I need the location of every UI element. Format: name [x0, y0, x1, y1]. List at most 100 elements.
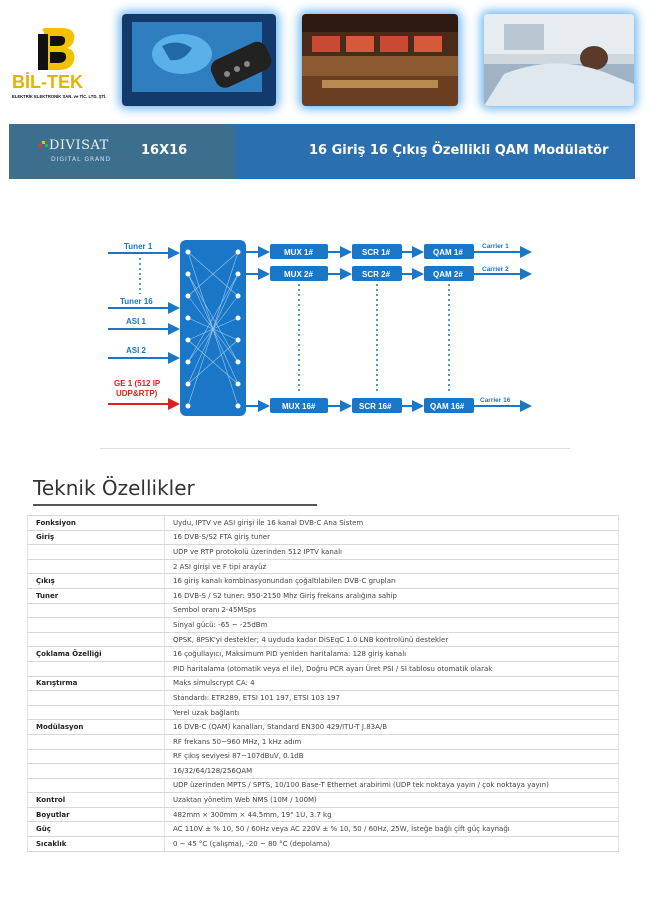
- carrier-label-2: Carrier 2: [482, 266, 509, 273]
- brand-subtitle: DIGITAL GRAND: [51, 156, 112, 163]
- scr-box-16: [352, 398, 402, 413]
- section-title-underline: [33, 504, 317, 506]
- qam-label-2: QAM 2#: [433, 270, 463, 279]
- spec-label: Karıştırma: [27, 676, 165, 692]
- spec-value: 2 ASI girişi ve F tipi arayüz: [164, 559, 619, 575]
- banner-left-panel: DIVISAT DIGITAL GRAND 16X16: [9, 124, 235, 179]
- ge-label-line2: UDP&RTP): [116, 389, 158, 398]
- spec-label: Fonksiyon: [27, 515, 165, 531]
- spec-value: RF çıkış seviyesi 87~107dBuV, 0.1dB: [164, 749, 619, 765]
- asi2-label: ASI 2: [126, 346, 147, 355]
- asi1-label: ASI 1: [126, 317, 147, 326]
- spec-value: Yerel uzak bağlantı: [164, 705, 619, 721]
- company-subtitle: ELEKTRİK ELEKTRONİK SAN. ve TİC. LTD. ŞT…: [12, 94, 106, 99]
- brand-name: DIVISAT: [49, 138, 109, 153]
- spec-row: 16/32/64/128/256QAM: [27, 763, 619, 779]
- spec-label: Güç: [27, 821, 165, 838]
- banner-right-panel: 16 Giriş 16 Çıkış Özellikli QAM Modülatö…: [235, 124, 635, 179]
- spec-row: UDP ve RTP protokolü üzerinden 512 IPTV …: [27, 544, 619, 560]
- scr-label-1: SCR 1#: [362, 248, 391, 257]
- spec-value: Sinyal gücü: -65 ~ -25dBm: [164, 617, 619, 633]
- spec-value: Maks simulscrypt CA: 4: [164, 676, 619, 692]
- tuner16-label: Tuner 16: [120, 297, 153, 306]
- company-logo-text: BİL-TEK: [12, 72, 83, 92]
- spec-row: Standardı: ETR289, ETSI 101 197, ETSI 10…: [27, 690, 619, 706]
- spec-label: [27, 763, 165, 779]
- spec-value: Sembol oranı 2-45MSps: [164, 603, 619, 619]
- mux-label-16: MUX 16#: [282, 402, 316, 411]
- spec-label: [27, 690, 165, 706]
- mux-label-1: MUX 1#: [284, 248, 313, 257]
- spec-row: UDP üzerinden MPTS / SPTS, 10/100 Base-T…: [27, 778, 619, 794]
- carrier-label-1: Carrier 1: [482, 243, 509, 250]
- spec-label: [27, 734, 165, 750]
- spec-row: Sinyal gücü: -65 ~ -25dBm: [27, 617, 619, 633]
- spec-row: RF frekans 50~960 MHz, 1 kHz adım: [27, 734, 619, 750]
- tuner1-label: Tuner 1: [124, 242, 153, 251]
- spec-value: PID haritalama (otomatik veya el ile), D…: [164, 661, 619, 677]
- spec-value: 16/32/64/128/256QAM: [164, 763, 619, 779]
- spec-value: UDP ve RTP protokolü üzerinden 512 IPTV …: [164, 544, 619, 560]
- spec-label: [27, 749, 165, 765]
- spec-label: Modülasyon: [27, 719, 165, 735]
- qam-label-16: QAM 16#: [430, 402, 465, 411]
- spec-label: Tuner: [27, 588, 165, 604]
- spec-label: [27, 603, 165, 619]
- spec-row: RF çıkış seviyesi 87~107dBuV, 0.1dB: [27, 749, 619, 765]
- spec-value: 16 DVB-C (QAM) kanalları, Standard EN300…: [164, 719, 619, 735]
- ge-label-line1: GE 1 (512 IP: [114, 379, 161, 388]
- hospital-photo: [484, 14, 634, 106]
- spec-label: Boyutlar: [27, 807, 165, 823]
- carrier-label-16: Carrier 16: [480, 397, 511, 404]
- spec-row: Sembol oranı 2-45MSps: [27, 603, 619, 619]
- switch-matrix: [180, 240, 246, 416]
- mux-label-2: MUX 2#: [284, 270, 313, 279]
- spec-value: RF frekans 50~960 MHz, 1 kHz adım: [164, 734, 619, 750]
- spec-label: Çoklama Özelliği: [27, 646, 165, 662]
- spec-row: QPSK, 8PSK'yi destekler; 4 uyduda kadar …: [27, 632, 619, 648]
- scr-box-1: [352, 244, 402, 259]
- spec-value: Uydu, IPTV ve ASI girişi ile 16 kanal DV…: [164, 515, 619, 531]
- spec-label: [27, 617, 165, 633]
- company-logo: BİL-TEK ELEKTRİK ELEKTRONİK SAN. ve TİC.…: [10, 26, 110, 106]
- qam-box-2: [424, 266, 474, 281]
- spec-label: [27, 559, 165, 575]
- spec-label: [27, 632, 165, 648]
- block-diagram: Tuner 1 Tuner 16 ASI 1 ASI 2 GE 1 (512 I…: [108, 240, 532, 416]
- qam-box-1: [424, 244, 474, 259]
- spec-label: [27, 544, 165, 560]
- spec-label: [27, 661, 165, 677]
- spec-value: 16 giriş kanalı kombinasyonundan çoğaltı…: [164, 573, 619, 589]
- tv-remote-photo: [122, 14, 276, 106]
- spec-row: 2 ASI girişi ve F tipi arayüz: [27, 559, 619, 575]
- spec-value: Uzaktan yönetim Web NMS (10M / 100M): [164, 792, 619, 808]
- spec-row: Yerel uzak bağlantı: [27, 705, 619, 721]
- product-banner: DIVISAT DIGITAL GRAND 16X16 16 Giriş 16 …: [9, 124, 635, 179]
- spec-value: UDP üzerinden MPTS / SPTS, 10/100 Base-T…: [164, 778, 619, 794]
- qam-label-1: QAM 1#: [433, 248, 463, 257]
- scr-label-2: SCR 2#: [362, 270, 391, 279]
- restaurant-photo: [302, 14, 458, 106]
- spec-value: 0 ~ 45 °C (çalışma), -20 ~ 80 °C (depola…: [164, 836, 619, 852]
- spec-label: Kontrol: [27, 792, 165, 808]
- spec-row: PID haritalama (otomatik veya el ile), D…: [27, 661, 619, 677]
- product-title: 16 Giriş 16 Çıkış Özellikli QAM Modülatö…: [309, 143, 609, 158]
- spec-value: 16 çoğullayıcı, Maksimum PID yeniden har…: [164, 646, 619, 662]
- spec-label: [27, 778, 165, 794]
- spec-value: Standardı: ETR289, ETSI 101 197, ETSI 10…: [164, 690, 619, 706]
- mux-box-16: [270, 398, 328, 413]
- model-number: 16X16: [141, 143, 188, 158]
- mux-box-1: [270, 244, 328, 259]
